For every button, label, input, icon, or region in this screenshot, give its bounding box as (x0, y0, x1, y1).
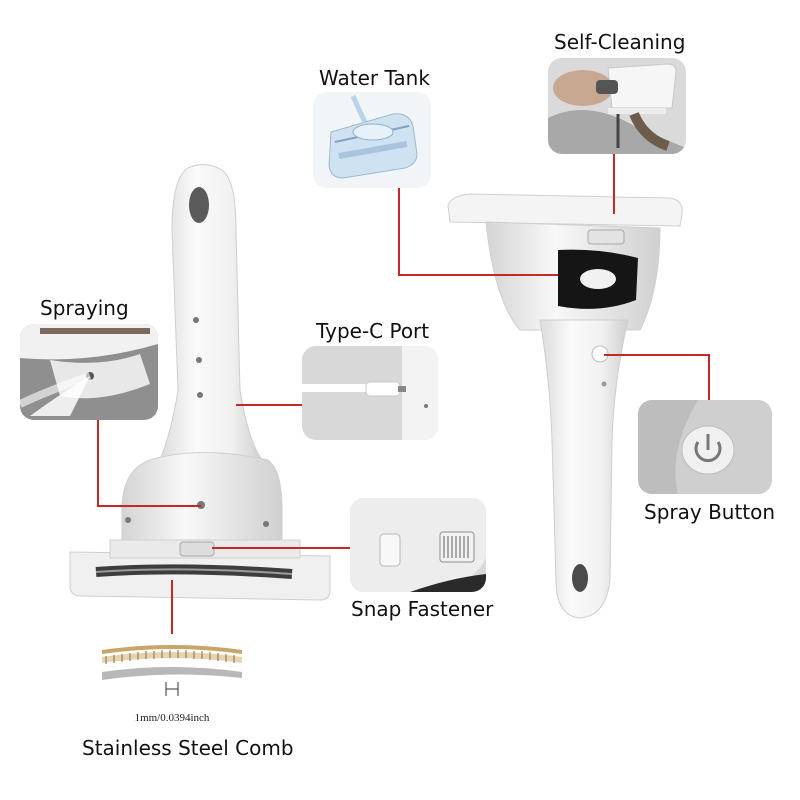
thumb-comb-detail: 1mm/0.0394inch (102, 634, 242, 730)
label-self-cleaning: Self-Cleaning (554, 30, 686, 54)
callout-line-spray-button-v (708, 354, 710, 402)
label-stainless-steel-comb: Stainless Steel Comb (82, 736, 294, 760)
thumb-type-c-port (302, 346, 438, 440)
callout-line-water-tank-v (398, 188, 400, 274)
callout-line-spraying-v (97, 420, 99, 506)
callout-line-type-c (236, 404, 304, 406)
callout-line-spray-button-h (604, 354, 710, 356)
thumb-self-cleaning (548, 58, 686, 154)
callout-line-self-cleaning (613, 152, 615, 214)
callout-line-water-tank-h (398, 274, 558, 276)
label-snap-fastener: Snap Fastener (351, 597, 494, 621)
callout-line-snap-fastener (212, 547, 350, 549)
label-spraying: Spraying (40, 296, 129, 320)
label-water-tank: Water Tank (319, 66, 430, 90)
label-type-c-port: Type-C Port (316, 319, 430, 343)
label-spray-button: Spray Button (644, 500, 776, 524)
thumb-snap-fastener (350, 498, 486, 592)
thumb-spraying (20, 324, 158, 420)
comb-gap-label: 1mm/0.0394inch (134, 712, 210, 724)
callout-line-spraying-h (97, 505, 201, 507)
thumb-water-tank (313, 92, 431, 188)
callout-line-comb (171, 580, 173, 634)
thumb-spray-button (638, 400, 772, 494)
